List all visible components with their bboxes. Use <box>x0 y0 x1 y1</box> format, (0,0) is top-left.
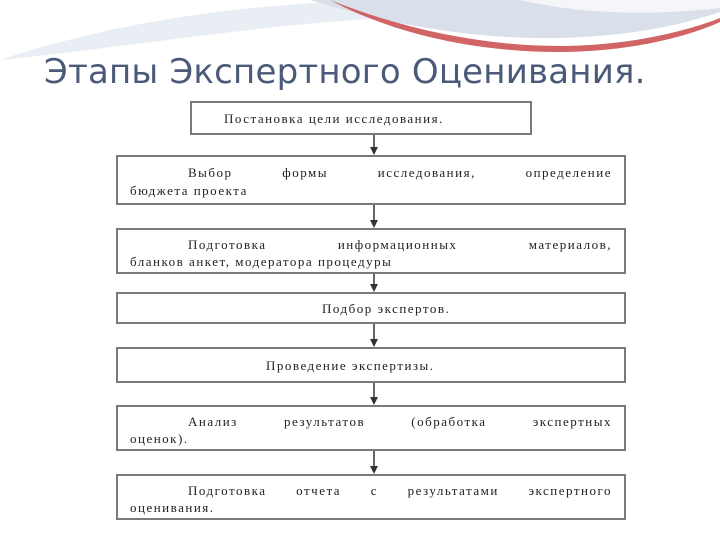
step-text: бюджета проекта <box>130 183 248 198</box>
step-word: Подготовка <box>188 483 267 498</box>
arrow-6 <box>369 451 379 474</box>
step-box-7: Подготовка отчета с результатами эксперт… <box>116 474 626 520</box>
step-box-3: Подготовка информационных материалов, бл… <box>116 228 626 274</box>
step-word: исследования, <box>378 165 476 180</box>
step-word: отчета <box>296 483 341 498</box>
arrow-1 <box>369 135 379 155</box>
step-word: материалов, <box>529 237 612 252</box>
arrow-4 <box>369 324 379 347</box>
arrow-5 <box>369 383 379 405</box>
step-word: (обработка <box>411 414 486 429</box>
arrow-2 <box>369 205 379 228</box>
step-word: формы <box>282 165 328 180</box>
step-text: Проведение экспертизы. <box>266 358 435 373</box>
step-word: экспертного <box>528 483 612 498</box>
step-text: оценок). <box>130 431 189 446</box>
step-box-2: Выбор формы исследования, определение бю… <box>116 155 626 205</box>
step-word: определение <box>526 165 612 180</box>
step-word: с <box>371 483 378 498</box>
step-box-1: Постановка цели исследования. <box>190 101 532 135</box>
header-decoration <box>0 0 720 60</box>
step-text: оценивания. <box>130 500 215 515</box>
page-title: Этапы Экспертного Оценивания. <box>44 52 646 92</box>
step-word: Анализ <box>188 414 238 429</box>
step-box-6: Анализ результатов (обработка экспертных… <box>116 405 626 451</box>
step-box-5: Проведение экспертизы. <box>116 347 626 383</box>
step-text: Постановка цели исследования. <box>224 111 444 126</box>
step-box-4: Подбор экспертов. <box>116 292 626 324</box>
step-word: Подготовка <box>188 237 267 252</box>
step-word: экспертных <box>533 414 612 429</box>
step-word: результатами <box>408 483 499 498</box>
step-word: результатов <box>284 414 365 429</box>
step-word: Выбор <box>188 165 233 180</box>
arrow-3 <box>369 274 379 292</box>
step-word: информационных <box>338 237 458 252</box>
step-text: бланков анкет, модератора процедуры <box>130 254 392 269</box>
step-text: Подбор экспертов. <box>322 301 450 316</box>
